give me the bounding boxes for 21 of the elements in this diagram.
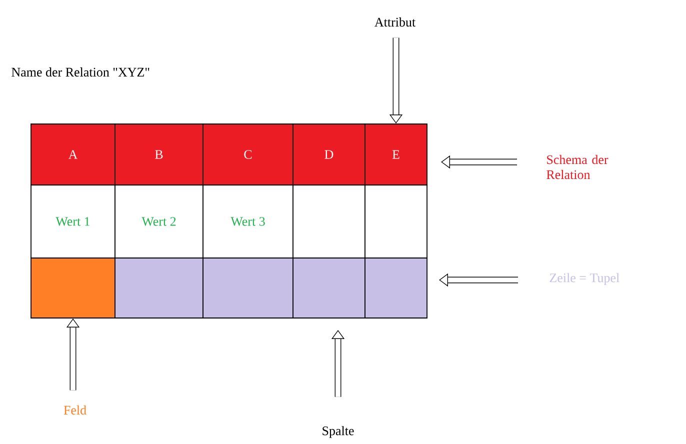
table-cell	[292, 258, 366, 318]
table-cell	[292, 184, 366, 258]
title: Name der Relation "XYZ"	[12, 67, 150, 77]
annotation-label: Schema der Relation	[546, 154, 608, 180]
table-cell	[364, 258, 428, 318]
annotation-label: Zeile = Tupel	[550, 273, 620, 285]
annotation-label: Attribut	[374, 17, 416, 27]
header-cell: C	[202, 124, 294, 186]
table-cell	[202, 258, 294, 318]
table-cell	[364, 184, 428, 258]
table-cell: Wert 2	[114, 184, 204, 258]
header-cell: E	[364, 124, 428, 186]
header-cell: A	[30, 124, 116, 186]
table-cell: Wert 1	[30, 184, 116, 258]
field-cell	[30, 258, 116, 318]
header-cell: B	[114, 124, 204, 186]
annotation-label: Feld	[64, 405, 86, 415]
table-cell: Wert 3	[202, 184, 294, 258]
annotation-label: Spalte	[322, 426, 354, 438]
table-cell	[114, 258, 204, 318]
header-cell: D	[292, 124, 366, 186]
